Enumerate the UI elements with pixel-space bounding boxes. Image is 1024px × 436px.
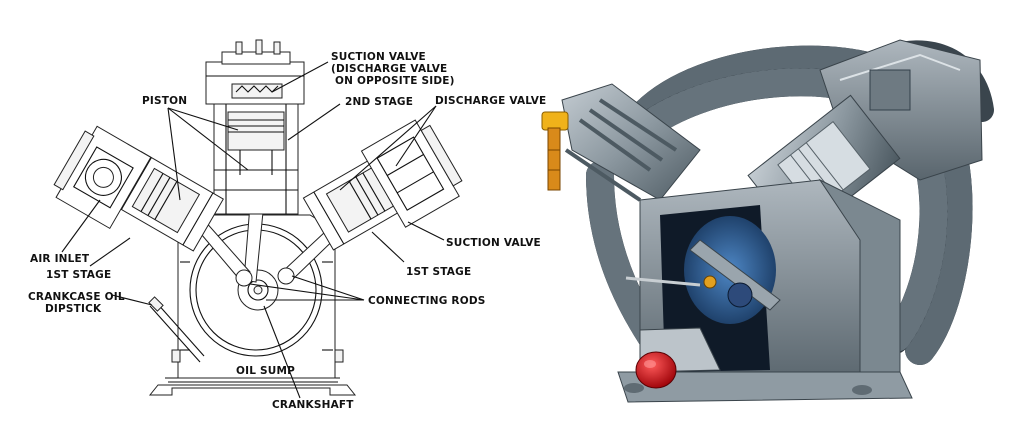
compressor-base (148, 377, 357, 396)
left-cylinder-head (561, 83, 701, 202)
label-discharge-valve: DISCHARGE VALVE (435, 95, 546, 107)
label-air-inlet: AIR INLET (30, 253, 90, 265)
top-head (205, 39, 305, 105)
left-head (53, 125, 152, 230)
label-crankcase-oil: CRANKCASE OIL (28, 291, 125, 303)
render-base (617, 371, 913, 403)
label-second-stage: 2ND STAGE (345, 96, 413, 108)
label-piston: PISTON (142, 95, 187, 107)
second-stage-cylinder (213, 103, 299, 215)
diagram-labels: SUCTION VALVE (DISCHARGE VALVE ON OPPOSI… (28, 51, 546, 411)
leader-lines (61, 61, 445, 399)
label-first-stage-left: 1ST STAGE (46, 269, 111, 281)
label-connecting-rods: CONNECTING RODS (368, 295, 486, 307)
label-suction-valve-right: SUCTION VALVE (446, 237, 541, 249)
line-diagram: SUCTION VALVE (DISCHARGE VALVE ON OPPOSI… (28, 39, 546, 411)
label-suction-valve-top: SUCTION VALVE (331, 51, 426, 63)
label-crankshaft: CRANKSHAFT (272, 399, 354, 411)
label-oil-sump: OIL SUMP (236, 365, 295, 377)
safety-valve-icon (541, 111, 569, 191)
dipstick (148, 296, 205, 363)
rendered-compressor (541, 39, 994, 403)
oil-fill-knob-icon (635, 351, 677, 389)
label-discharge-valve-note: (DISCHARGE VALVE (331, 63, 447, 75)
label-first-stage-right: 1ST STAGE (406, 266, 471, 278)
label-opposite-side-note: ON OPPOSITE SIDE) (335, 75, 455, 87)
label-dipstick: DIPSTICK (45, 303, 102, 315)
crankcase-housing (625, 179, 881, 386)
right-head (360, 119, 463, 228)
